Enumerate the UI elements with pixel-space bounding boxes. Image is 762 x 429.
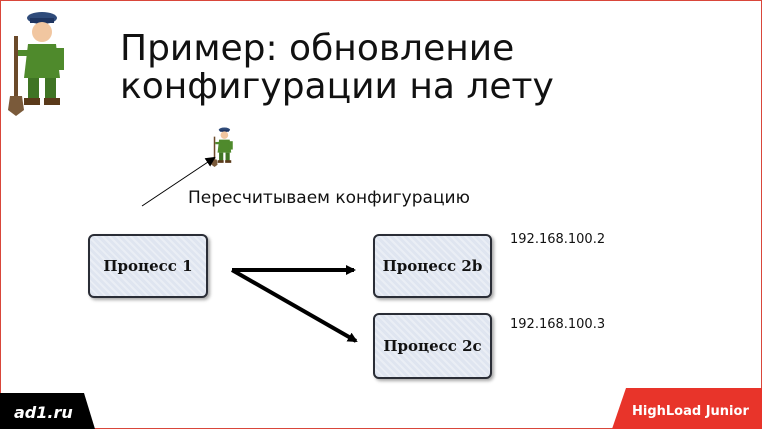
footer-left-logo: ad1.ru	[0, 393, 95, 429]
footer-right-logo: HighLoad Junior	[612, 388, 762, 429]
ip-label-2b: 192.168.100.2	[510, 232, 606, 247]
node-process-1: Процесс 1	[88, 234, 208, 298]
annotation-text: Пересчитываем конфигурацию	[188, 188, 470, 208]
mascot-small-icon	[211, 127, 233, 168]
edge-p1-p2c	[231, 268, 358, 343]
node-process-2c: Процесс 2c	[373, 313, 492, 379]
title-line-1: Пример: обновление	[120, 28, 515, 69]
title-line-2: конфигурации на лету	[120, 66, 554, 107]
slide-title: Пример: обновление конфигурации на лету	[120, 30, 554, 106]
footer-right-text: HighLoad Junior	[632, 404, 749, 419]
node-label: Процесс 2b	[382, 257, 483, 275]
footer-left-text: ad1.ru	[14, 403, 73, 422]
pointer-arrow	[141, 156, 216, 207]
ip-label-2c: 192.168.100.3	[510, 317, 606, 332]
node-label: Процесс 2c	[383, 337, 482, 355]
node-label: Процесс 1	[103, 257, 193, 275]
node-process-2b: Процесс 2b	[373, 234, 492, 298]
